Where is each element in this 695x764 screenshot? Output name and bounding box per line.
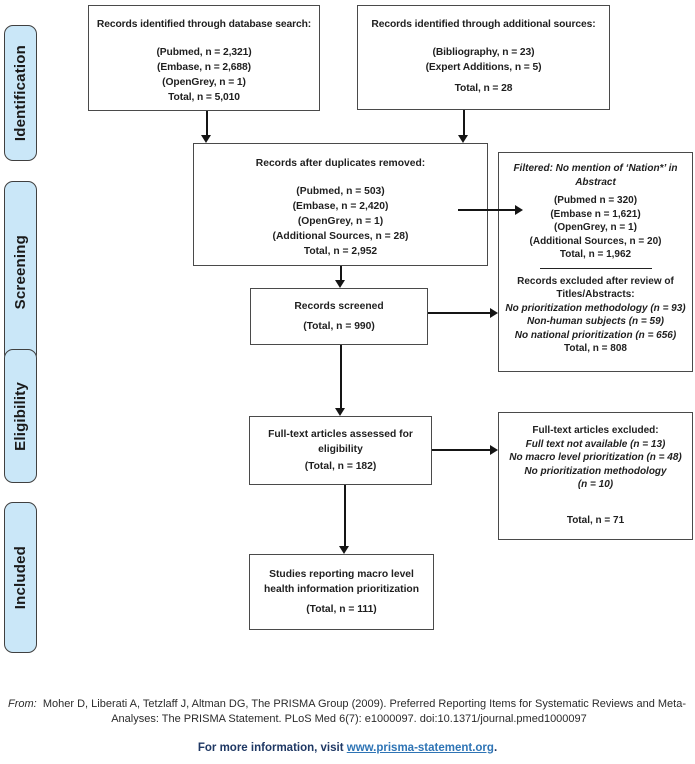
citation-text: Moher D, Liberati A, Tetzlaff J, Altman … [42, 698, 687, 710]
exclusion-reason: (n = 10) [577, 479, 614, 490]
box-line: (OpenGrey, n = 1) [554, 222, 637, 233]
box-title: Abstract [575, 176, 616, 188]
box-line: (Pubmed, n = 503) [296, 186, 385, 197]
exclusion-reason: No macro level prioritization (n = 48) [509, 452, 682, 463]
box-title: Full-text articles excluded: [532, 425, 659, 436]
more-info-suffix: . [493, 742, 498, 754]
box-records-screened: Records screened (Total, n = 990) [250, 288, 428, 345]
box-line: (OpenGrey, n = 1) [297, 216, 384, 227]
box-records-identified-additional: Records identified through additional so… [357, 5, 610, 110]
arrow-fulltext-to-included-head [339, 546, 349, 554]
box-title: Records screened [294, 301, 384, 312]
box-title: Records after duplicates removed: [255, 158, 426, 169]
exclusion-reason: Full text not available (n = 13) [525, 438, 666, 450]
stage-label: Screening [12, 234, 29, 310]
box-line: (Expert Additions, n = 5) [425, 62, 542, 73]
section-divider [539, 267, 652, 269]
arrow-fulltext-to-excluded-line [432, 449, 490, 451]
citation: From: Moher D, Liberati A, Tetzlaff J, A… [8, 697, 690, 727]
stage-eligibility: Eligibility [4, 349, 37, 483]
arrow-additional-to-duplicates-head [458, 135, 468, 143]
box-records-identified-database: Records identified through database sear… [88, 5, 320, 111]
box-subtitle: Records excluded after review of [517, 275, 674, 287]
stage-screening: Screening [4, 181, 37, 363]
citation-from-label: From: [8, 698, 37, 710]
box-line: (Pubmed n = 320) [553, 195, 638, 206]
stage-label: Eligibility [12, 381, 29, 451]
box-total: (Total, n = 111) [306, 604, 377, 615]
box-line: (Additional Sources, n = 20) [529, 235, 662, 247]
box-fulltext-excluded: Full-text articles excluded: Full text n… [498, 412, 693, 540]
box-total: Total, n = 71 [566, 514, 625, 526]
box-total: Total, n = 2,952 [303, 246, 378, 257]
box-title: Records identified through additional so… [371, 19, 596, 30]
exclusion-reason: No prioritization methodology (n = 93) [505, 302, 686, 314]
arrow-screened-to-excluded-line [428, 312, 490, 314]
arrow-duplicates-to-screened-head [335, 280, 345, 288]
arrow-fulltext-to-excluded-head [490, 445, 498, 455]
stage-label: Identification [12, 44, 29, 142]
arrow-screened-to-fulltext-line [340, 345, 342, 409]
arrow-database-to-duplicates-head [201, 135, 211, 143]
box-total: Total, n = 5,010 [168, 92, 240, 103]
box-included-studies: Studies reporting macro level health inf… [249, 554, 434, 630]
box-filtered-and-excluded: Filtered: No mention of ‘Nation*’ in Abs… [498, 152, 693, 372]
box-total: Total, n = 28 [454, 83, 513, 94]
box-title: Filtered: No mention of ‘Nation*’ in [513, 163, 678, 174]
box-title: Studies reporting macro level [269, 569, 414, 580]
citation-line2: Analyses: The PRISMA Statement. PLoS Med… [111, 713, 587, 725]
box-line: (OpenGrey, n = 1) [162, 77, 246, 88]
prisma-statement-link[interactable]: www.prisma-statement.org [346, 742, 494, 754]
box-title: Records identified through database sear… [96, 19, 312, 30]
exclusion-reason: No prioritization methodology [524, 465, 667, 477]
arrow-screened-to-fulltext-head [335, 408, 345, 416]
box-total: Total, n = 808 [564, 343, 627, 354]
stage-included: Included [4, 502, 37, 653]
box-total: Total, n = 1,962 [559, 249, 632, 260]
box-line: (Embase, n = 2,420) [292, 201, 389, 212]
exclusion-reason: Non-human subjects (n = 59) [527, 316, 664, 327]
box-title: health information prioritization [263, 584, 420, 595]
arrow-duplicates-to-filtered-line [458, 209, 515, 211]
arrow-screened-to-excluded-head [490, 308, 498, 318]
box-fulltext-assessed: Full-text articles assessed for eligibil… [249, 416, 432, 485]
exclusion-reason: No national prioritization (n = 656) [514, 329, 677, 341]
box-title: Full-text articles assessed for [268, 429, 413, 440]
box-line: (Additional Sources, n = 28) [272, 231, 409, 242]
more-info-text: For more information, visit [197, 742, 344, 754]
box-total: (Total, n = 182) [304, 461, 377, 472]
citation-line1: From: Moher D, Liberati A, Tetzlaff J, A… [8, 697, 690, 712]
box-line: (Embase, n = 2,688) [157, 62, 251, 73]
arrow-duplicates-to-filtered-head [515, 205, 523, 215]
arrow-additional-to-duplicates-line [463, 110, 465, 136]
box-duplicates-removed: Records after duplicates removed: (Pubme… [193, 143, 488, 266]
box-line: (Bibliography, n = 23) [432, 47, 535, 58]
more-info-line: For more information, visit www.prisma-s… [0, 742, 695, 754]
box-total: (Total, n = 990) [303, 321, 375, 332]
stage-identification: Identification [4, 25, 37, 161]
box-title: eligibility [318, 444, 363, 455]
stage-label: Included [12, 545, 29, 610]
arrow-duplicates-to-screened-line [340, 266, 342, 281]
box-line: (Embase n = 1,621) [550, 208, 641, 220]
arrow-database-to-duplicates-line [206, 111, 208, 136]
box-line: (Pubmed, n = 2,321) [156, 47, 252, 58]
arrow-fulltext-to-included-line [344, 485, 346, 547]
box-subtitle: Titles/Abstracts: [556, 289, 635, 300]
